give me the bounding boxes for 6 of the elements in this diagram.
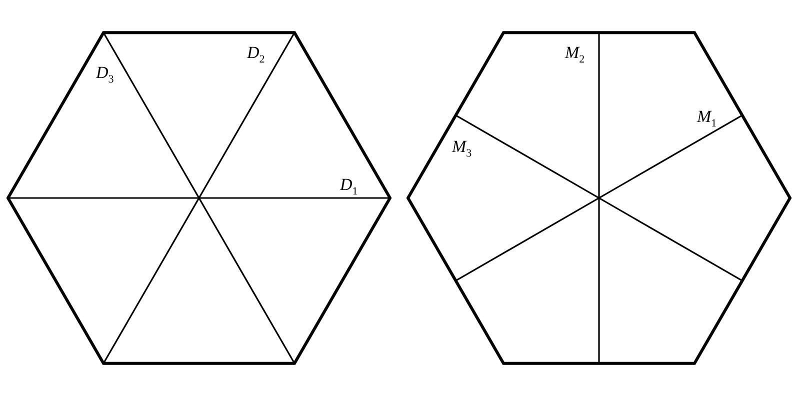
line-label: M$_{3}$	[452, 138, 472, 160]
line-label: M$_{1}$	[697, 108, 717, 130]
line-label: D$_{1}$	[340, 176, 358, 198]
line-label: D$_{3}$	[96, 64, 114, 86]
line-label: M$_{2}$	[565, 44, 585, 66]
line-label: D$_{2}$	[247, 44, 265, 66]
